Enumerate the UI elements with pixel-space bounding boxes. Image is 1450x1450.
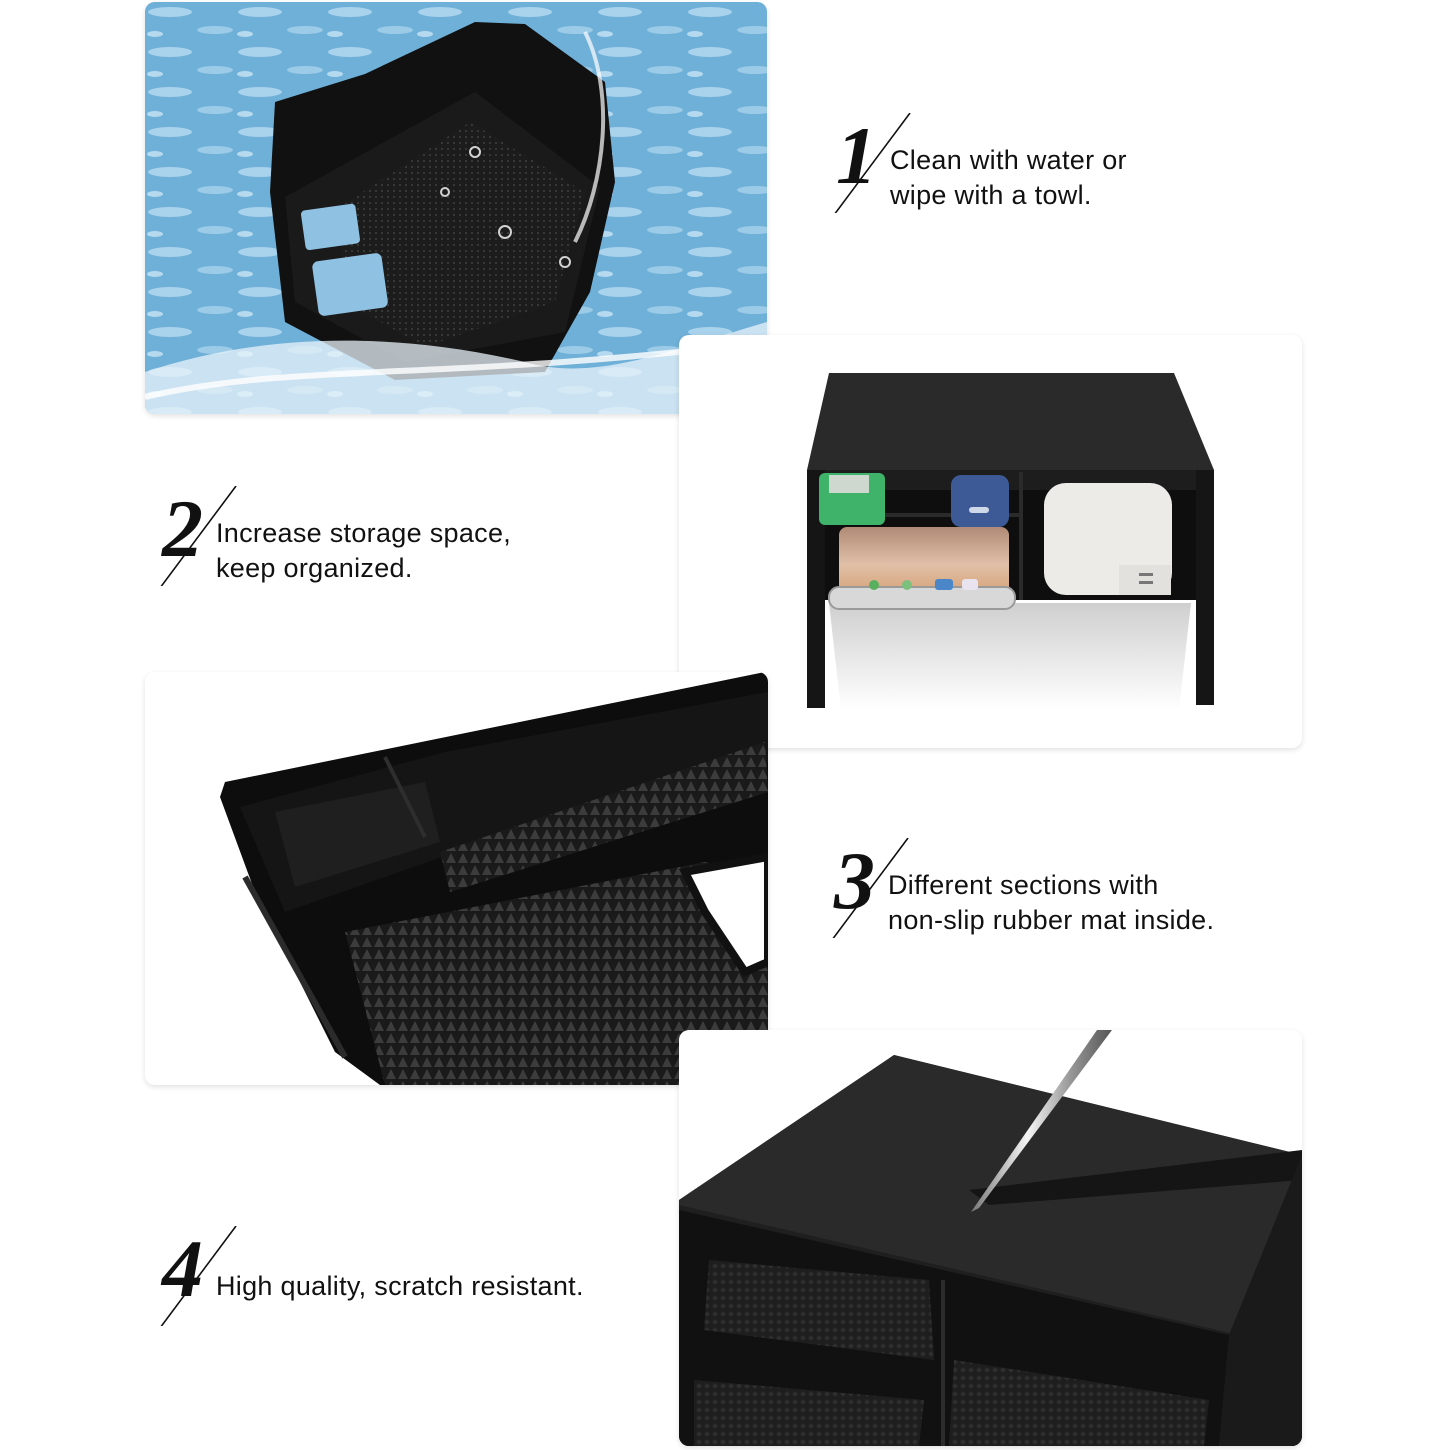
feature-caption: Different sections with non-slip rubber …: [888, 868, 1214, 938]
caption-line: wipe with a towl.: [890, 180, 1092, 210]
feature-number: 3: [834, 835, 875, 926]
feature-number-badge: 1: [832, 113, 912, 213]
organizer-illustration: [807, 373, 1214, 710]
scratch-test-image: [679, 1030, 1302, 1446]
caption-line: non-slip rubber mat inside.: [888, 905, 1215, 935]
feature-number-badge: 3: [830, 838, 910, 938]
slash-icon: [160, 1226, 237, 1326]
caption-line: keep organized.: [216, 553, 413, 583]
feature-number: 1: [836, 110, 877, 201]
feature-1: 1 Clean with water or wipe with a towl.: [832, 113, 1127, 213]
tray-closeup-image: [145, 672, 768, 1085]
water-tray-illustration: [145, 2, 767, 414]
feature-caption: Increase storage space, keep organized.: [216, 516, 511, 586]
feature-2: 2 Increase storage space, keep organized…: [158, 486, 511, 586]
scratch-test-illustration: [679, 1030, 1302, 1446]
feature-caption: Clean with water or wipe with a towl.: [890, 143, 1127, 213]
feature-number: 2: [162, 483, 203, 574]
slash-icon: [834, 113, 911, 213]
feature-caption: High quality, scratch resistant.: [216, 1269, 584, 1304]
feature-4: 4 High quality, scratch resistant.: [158, 1226, 584, 1326]
feature-number-badge: 4: [158, 1226, 238, 1326]
caption-line: Increase storage space,: [216, 518, 512, 548]
feature-number-badge: 2: [158, 486, 238, 586]
caption-line: Different sections with: [888, 870, 1159, 900]
feature-3: 3 Different sections with non-slip rubbe…: [830, 838, 1214, 938]
feature-number: 4: [162, 1223, 203, 1314]
caption-line: Clean with water or: [890, 145, 1127, 175]
slash-icon: [832, 838, 909, 938]
water-tray-image: [145, 2, 767, 414]
tray-closeup-illustration: [220, 672, 768, 1085]
organizer-with-items-image: [679, 335, 1302, 748]
slash-icon: [160, 486, 237, 586]
caption-line: High quality, scratch resistant.: [216, 1271, 584, 1301]
